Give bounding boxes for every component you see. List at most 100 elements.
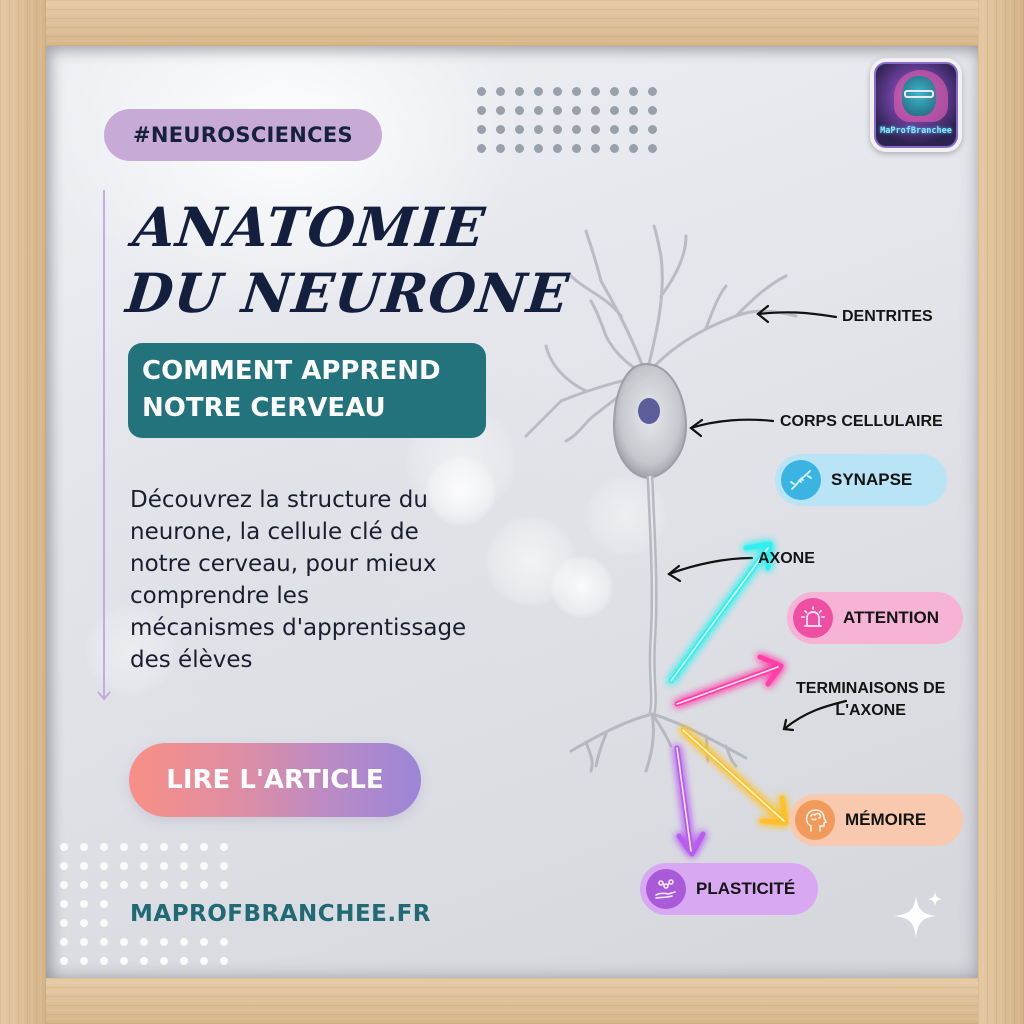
synapse-arrow (668, 541, 773, 684)
dot (553, 125, 562, 134)
dot (496, 87, 505, 96)
description-line: notre cerveau, pour mieux (130, 551, 437, 577)
dot (610, 125, 619, 134)
dot (610, 144, 619, 153)
dot (60, 957, 68, 965)
dot (220, 843, 228, 851)
cell-body (612, 362, 688, 480)
pill-plasticite[interactable]: PLASTICITÉ (640, 863, 818, 915)
hashtag-pill[interactable]: #NEUROSCIENCES (104, 109, 382, 161)
dot (200, 862, 208, 870)
dot (477, 125, 486, 134)
dot (220, 881, 228, 889)
frame-bottom (0, 978, 1024, 1024)
attention-arrow (674, 654, 784, 707)
dot (515, 106, 524, 115)
dot (100, 843, 108, 851)
dot (515, 144, 524, 153)
dot (160, 843, 168, 851)
dot (140, 957, 148, 965)
dot (629, 87, 638, 96)
brand-logo: MaProfBranchee (870, 58, 962, 152)
description-line: mécanismes d'apprentissage (130, 615, 467, 641)
label-dendrites: DENTRITES (842, 308, 933, 325)
dot (200, 881, 208, 889)
dot (180, 957, 188, 965)
dot (100, 938, 108, 946)
pill-memoire[interactable]: MÉMOIRE (789, 794, 963, 846)
dot (220, 938, 228, 946)
dot (160, 938, 168, 946)
dot (60, 862, 68, 870)
hand-network-icon (646, 869, 686, 909)
dot (648, 87, 657, 96)
dot (496, 125, 505, 134)
dot (610, 106, 619, 115)
dot (591, 144, 600, 153)
siren-icon (793, 598, 833, 638)
label-axon-terminals-line-2: L'AXONE (835, 702, 906, 719)
dot (160, 881, 168, 889)
pill-attention-label: ATTENTION (843, 608, 940, 627)
dot (80, 919, 88, 927)
subtitle-line-2: NOTRE CERVEAU (142, 393, 386, 423)
dot (80, 900, 88, 908)
dot (100, 900, 108, 908)
dot (120, 881, 128, 889)
bokeh-light (551, 556, 613, 618)
bokeh-light (586, 476, 666, 556)
dot (220, 862, 228, 870)
dot (591, 125, 600, 134)
axon-terminals (569, 712, 748, 773)
dot (572, 106, 581, 115)
label-arrows (667, 304, 848, 732)
description-line: Découvrez la structure du (130, 487, 428, 513)
website-link[interactable]: MAPROFBRANCHEE.FR (130, 901, 432, 927)
dot (572, 125, 581, 134)
subtitle-line-1: COMMENT APPREND (142, 356, 441, 386)
dot (572, 144, 581, 153)
dot (648, 144, 657, 153)
subtitle-box: COMMENT APPREND NOTRE CERVEAU (128, 343, 486, 438)
dot (477, 106, 486, 115)
dot (629, 144, 638, 153)
dot (591, 106, 600, 115)
dot (200, 938, 208, 946)
dot (200, 843, 208, 851)
dot (180, 862, 188, 870)
pill-attention[interactable]: ATTENTION (787, 592, 963, 644)
pill-plasticite-label: PLASTICITÉ (696, 879, 796, 898)
bokeh-light (426, 456, 496, 526)
dot (60, 919, 68, 927)
dot (80, 957, 88, 965)
read-article-button[interactable]: LIRE L'ARTICLE (129, 743, 421, 817)
dot (515, 125, 524, 134)
dot (200, 957, 208, 965)
description-line: des élèves (130, 647, 253, 673)
synapse-icon (781, 460, 821, 500)
dot (534, 87, 543, 96)
dot (120, 938, 128, 946)
pill-memoire-label: MÉMOIRE (845, 810, 927, 829)
plasticite-arrow (674, 745, 706, 857)
dot (629, 106, 638, 115)
dot (120, 900, 128, 908)
dot (140, 938, 148, 946)
dot (180, 881, 188, 889)
dot (120, 957, 128, 965)
dot (496, 144, 505, 153)
cell-body-arrow (689, 418, 775, 430)
dot (80, 881, 88, 889)
title-line-1: ANATOMIE (130, 195, 489, 259)
sparkle-icon (894, 892, 942, 938)
dot (60, 843, 68, 851)
title-line-2: DU NEURONE (123, 261, 573, 325)
frame-left (0, 0, 46, 1024)
pill-synapse[interactable]: SYNAPSE (775, 454, 947, 506)
dot (477, 144, 486, 153)
avatar: MaProfBranchee (874, 62, 958, 148)
dot (534, 106, 543, 115)
dot (80, 843, 88, 851)
dot (120, 919, 128, 927)
dot (648, 125, 657, 134)
